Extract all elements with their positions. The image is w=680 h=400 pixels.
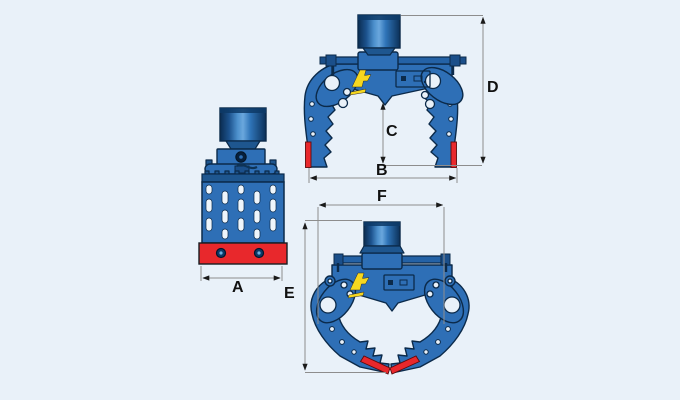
dim-label-d: D <box>487 79 499 96</box>
brand-logo-icon <box>349 69 372 96</box>
rotator-cylinder <box>357 14 401 56</box>
view-front-closed <box>198 107 288 265</box>
vent-slot <box>205 198 213 213</box>
id-plate <box>395 70 431 88</box>
vent-slot <box>253 209 261 224</box>
pivot-hole <box>319 296 337 314</box>
vent-slot <box>205 184 213 195</box>
dim-label-e: E <box>284 285 295 302</box>
vent-slot <box>269 217 277 232</box>
bolt-icon <box>215 247 227 259</box>
vent-slot <box>253 228 261 240</box>
pivot-hole <box>424 72 442 90</box>
wear-edge-red <box>198 242 288 265</box>
dim-label-f: F <box>377 188 387 205</box>
vent-slot <box>221 209 229 224</box>
shoulder-plate-right <box>420 66 464 110</box>
vent-slot <box>237 217 245 232</box>
shoulder-plate-left <box>315 68 359 109</box>
view-side-open <box>303 14 467 169</box>
dim-label-c: C <box>386 123 398 140</box>
vent-slot <box>269 184 277 195</box>
rotator-cylinder <box>219 107 267 150</box>
vent-slot <box>205 217 213 232</box>
shell-body <box>201 170 285 244</box>
hose-bar <box>319 51 467 75</box>
vent-slot <box>221 228 229 240</box>
view-side-closed <box>310 221 470 375</box>
pivot-hole <box>443 296 461 314</box>
dim-label-b: B <box>376 162 388 179</box>
pivot-hole <box>323 74 341 92</box>
vent-slot <box>221 190 229 205</box>
vent-slot <box>237 198 245 213</box>
vent-slot <box>269 198 277 213</box>
dim-label-a: A <box>232 279 244 296</box>
vent-slot <box>253 190 261 205</box>
bolt-icon <box>253 247 265 259</box>
vent-slot <box>237 184 245 195</box>
rotator-cylinder <box>359 221 405 254</box>
mount-block <box>216 148 266 166</box>
